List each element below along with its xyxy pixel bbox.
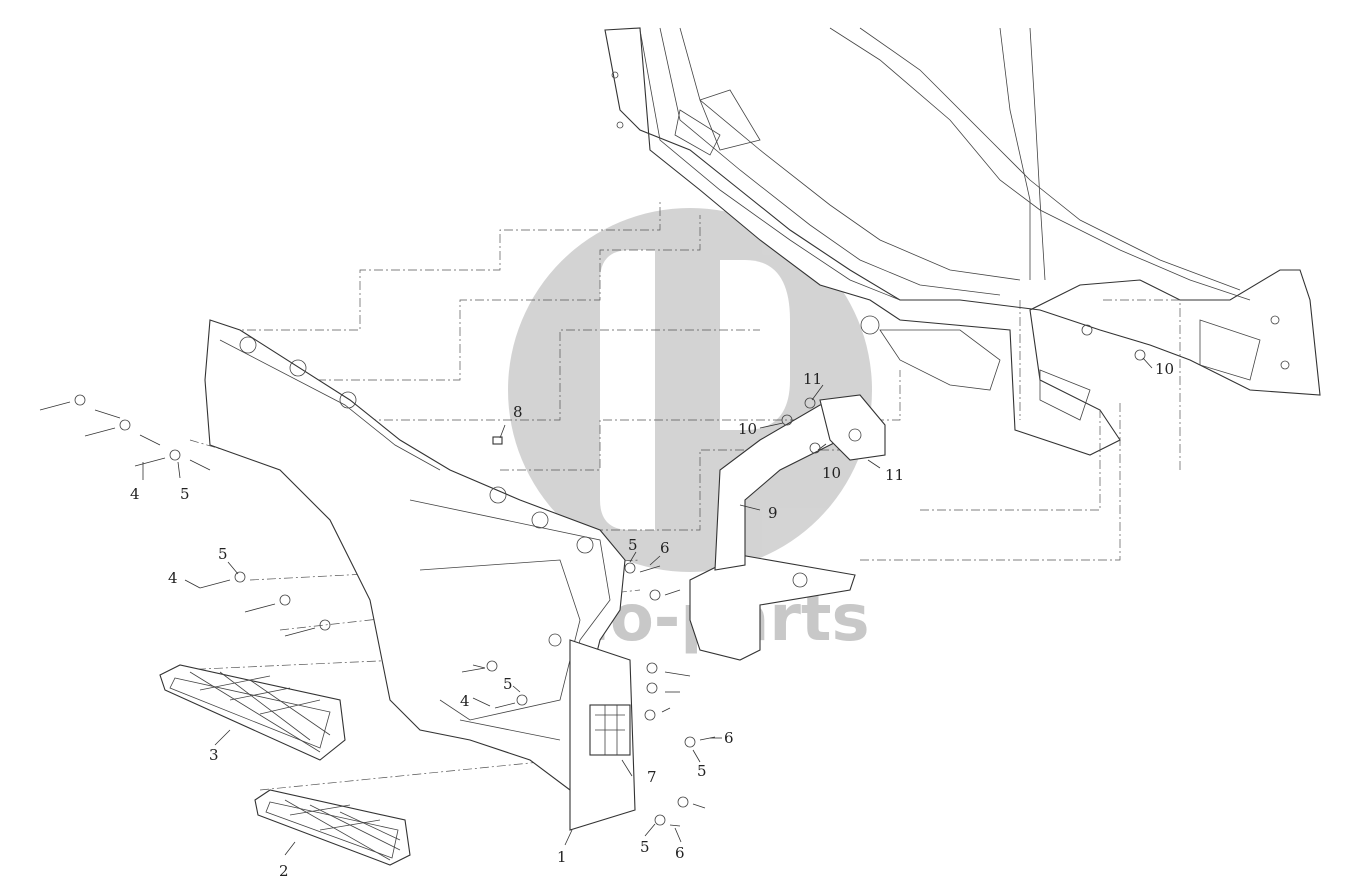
callout-5-b: 5 (218, 545, 228, 563)
fasteners (39, 324, 1146, 827)
part-8-clip (492, 436, 503, 445)
callout-6-a: 6 (660, 539, 670, 557)
callout-4-b: 4 (168, 569, 178, 587)
bolt-group-top-left (39, 394, 211, 471)
callout-2: 2 (279, 862, 289, 880)
callout-leaders (142, 357, 1153, 856)
callout-9: 9 (768, 504, 778, 522)
part-3-tread-upper (159, 664, 346, 761)
part-1-step-housing (204, 319, 636, 831)
callout-10-c: 10 (1155, 360, 1174, 378)
callout-11-b: 11 (885, 466, 904, 484)
callout-7: 7 (647, 768, 657, 786)
part-2-tread-lower (254, 789, 411, 866)
callout-8: 8 (513, 403, 523, 421)
callout-5-a: 5 (180, 485, 190, 503)
callout-5-e: 5 (697, 762, 707, 780)
callout-11-a: 11 (803, 370, 822, 388)
callout-4-c: 4 (460, 692, 470, 710)
callout-5-f: 5 (640, 838, 650, 856)
bolt-group-mid-left (199, 571, 331, 637)
callout-5-d: 5 (628, 536, 638, 554)
callout-labels: 1 2 3 4 5 4 5 4 5 5 6 6 5 7 5 6 8 9 10 1… (130, 360, 1174, 880)
callout-6-b: 6 (724, 729, 734, 747)
callout-6-c: 6 (675, 844, 685, 862)
callout-10-b: 10 (822, 464, 841, 482)
callout-10-a: 10 (738, 420, 757, 438)
callout-5-c: 5 (503, 675, 513, 693)
part-9-bracket (689, 394, 886, 661)
callout-4-a: 4 (130, 485, 140, 503)
callout-3: 3 (209, 746, 219, 764)
bolt-group-center (461, 562, 716, 827)
chassis-frame (604, 27, 1321, 456)
watermark-logo (508, 208, 872, 572)
callout-1: 1 (557, 848, 567, 866)
